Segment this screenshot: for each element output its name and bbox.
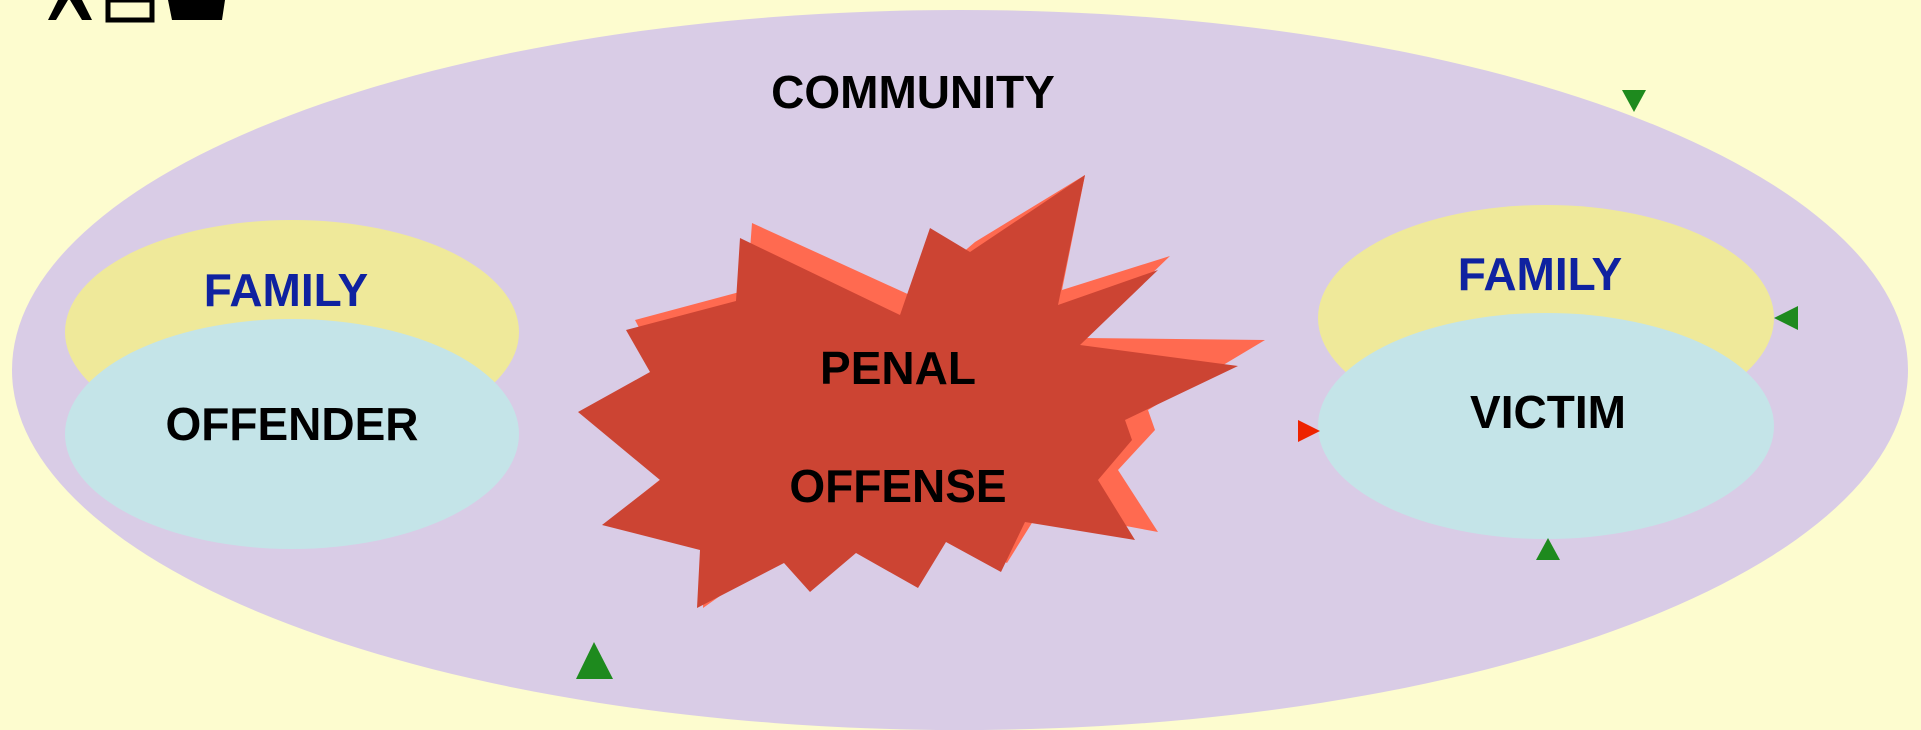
offender-group: FAMILY OFFENDER xyxy=(65,220,519,549)
offense-label-line1: PENAL xyxy=(820,342,976,394)
offender-label: OFFENDER xyxy=(166,398,419,450)
victim-group: FAMILY VICTIM xyxy=(1318,205,1774,539)
green-triangle-down-marker xyxy=(1622,90,1646,112)
clipart-fragment xyxy=(48,0,225,20)
community-label: COMMUNITY xyxy=(771,66,1055,118)
victim-family-label: FAMILY xyxy=(1458,248,1622,300)
victim-label: VICTIM xyxy=(1470,386,1626,438)
offense-label-line2: OFFENSE xyxy=(789,460,1006,512)
offender-family-label: FAMILY xyxy=(204,264,368,316)
